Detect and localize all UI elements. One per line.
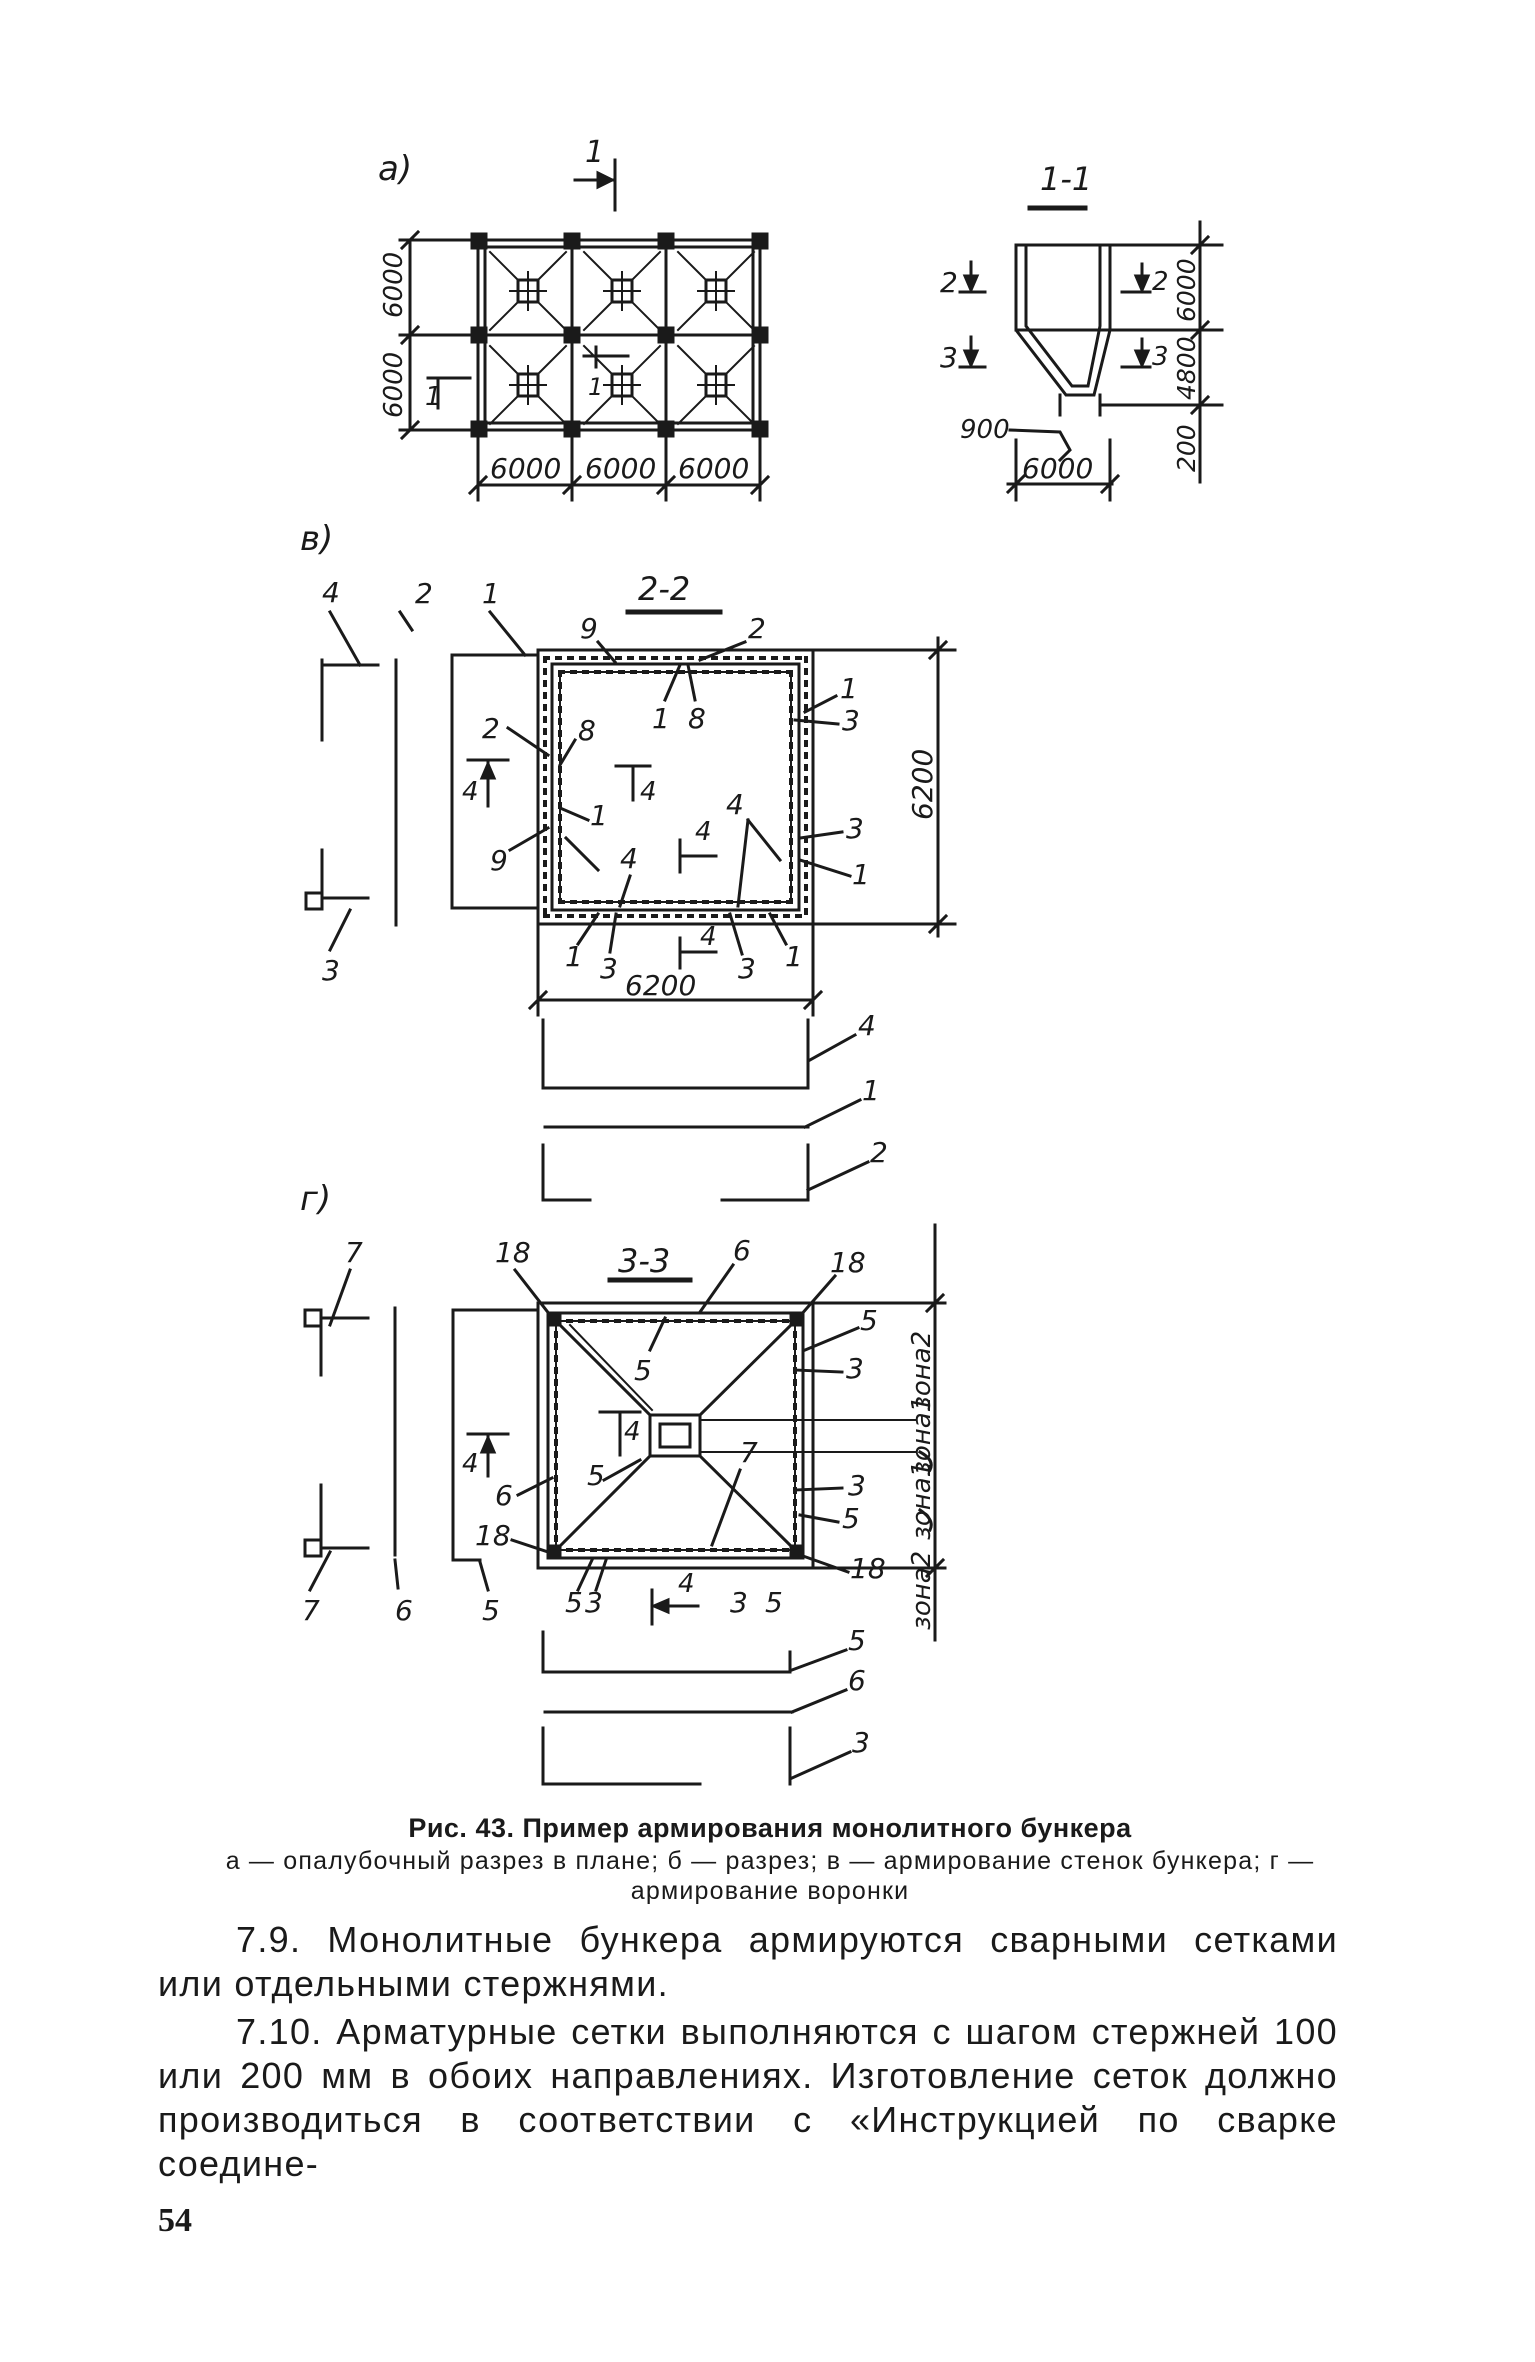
label-5-inner-mid: 5 xyxy=(587,1459,605,1492)
bar-3-label: 2 xyxy=(870,1136,888,1169)
label-4-left-bottom: 4 xyxy=(620,842,638,875)
section-4-bottom-g: 4 xyxy=(678,1569,695,1599)
label-1-top: 1 xyxy=(652,702,670,735)
bar-label-4-bottom: 3 xyxy=(322,954,340,987)
panel-a-plan: а) 1 xyxy=(378,135,771,502)
label-1-bottom-right: 1 xyxy=(785,940,803,973)
label-5-bottom: 5 xyxy=(565,1586,583,1619)
label-2-left-inner: 2 xyxy=(482,712,500,745)
label-1-left-mid: 1 xyxy=(590,799,608,832)
page-number: 54 xyxy=(158,2202,192,2239)
label-4-right-inner: 4 xyxy=(726,788,744,821)
section-label-3-left: 3 xyxy=(940,341,958,374)
section-mark-1-label: 1 xyxy=(585,135,604,170)
section-label-2-right: 2 xyxy=(1152,267,1169,297)
label-3-right-mid: 3 xyxy=(846,812,864,845)
panel-v-wall-reinforcement: в) 4 3 2 1 2-2 xyxy=(300,519,957,1202)
paragraph-7-10: 7.10. Арматурные сетки выполняются с шаг… xyxy=(158,2011,1338,2184)
section-label-3-right: 3 xyxy=(1152,342,1169,372)
section-3-3-title: 3-3 xyxy=(618,1242,670,1280)
label-2-top: 2 xyxy=(748,612,766,645)
section-4-inner-g: 4 xyxy=(624,1417,641,1447)
panel-a-letter: а) xyxy=(378,149,412,189)
label-5-right-top: 5 xyxy=(860,1304,878,1337)
label-5-bottom-right: 5 xyxy=(765,1586,783,1619)
zone-label-2-top: зона2 xyxy=(907,1331,937,1410)
bar-label-7-bottom: 7 xyxy=(302,1594,320,1627)
figure-caption-description: а — опалубочный разрез в плане; б — разр… xyxy=(225,1847,1315,1905)
panel-v-letter: в) xyxy=(300,519,333,559)
bar-label-1-left: 1 xyxy=(482,577,500,610)
section-dim-6000: 6000 xyxy=(1172,258,1201,322)
figure-caption-title: Рис. 43. Пример армирования монолитного … xyxy=(408,1813,1132,1843)
label-9-left: 9 xyxy=(490,844,508,877)
panel-a-section-1-1: 1-1 2 3 2 3 6000 4800 200 xyxy=(940,160,1224,502)
section-4-left: 4 xyxy=(462,777,479,807)
bar-label-4-top: 4 xyxy=(322,576,340,609)
label-1-right-mid: 1 xyxy=(852,858,870,891)
bar-5-label: 5 xyxy=(848,1624,866,1657)
section-2-2-title: 2-2 xyxy=(638,570,690,608)
section-label-2-left: 2 xyxy=(940,266,958,299)
label-3-bottom-left: 3 xyxy=(600,952,618,985)
zone-label-1-bottom: зона1 xyxy=(907,1461,937,1540)
bar-label-6-left: 6 xyxy=(395,1594,413,1627)
label-8-left-inner: 8 xyxy=(578,714,596,747)
section-4-left-g: 4 xyxy=(462,1449,479,1479)
label-4-center: 4 xyxy=(695,817,712,847)
section-1-1-title: 1-1 xyxy=(1040,160,1092,198)
paragraph-7-9: 7.9. Монолитные бункера армируются сварн… xyxy=(158,1919,1338,2004)
label-3-right-top: 3 xyxy=(846,1352,864,1385)
section-4-bottom: 4 xyxy=(700,922,717,952)
plan-dim-x-2: 6000 xyxy=(585,452,656,485)
panel-g-funnel-reinforcement: г) 7 7 6 5 3-3 xyxy=(300,1179,947,1786)
label-1-right-top: 1 xyxy=(840,672,858,705)
label-6-top: 6 xyxy=(733,1234,751,1267)
plan-dim-y-1: 6000 xyxy=(379,252,409,318)
label-5-right-mid: 5 xyxy=(842,1502,860,1535)
panel-g-letter: г) xyxy=(300,1179,331,1219)
label-18-top-left: 18 xyxy=(495,1236,531,1269)
section-4-center-top: 4 xyxy=(640,777,657,807)
plan-dim-x-3: 6000 xyxy=(678,452,749,485)
bar-2-label: 1 xyxy=(862,1074,880,1107)
bar-6-label: 6 xyxy=(848,1664,866,1697)
label-18-top-right: 18 xyxy=(830,1246,866,1279)
label-7-inner: 7 xyxy=(740,1436,758,1469)
section-dim-4800: 4800 xyxy=(1172,336,1201,400)
plan-section-1-mid: 1 xyxy=(588,373,603,401)
figure-43-drawing: а) 1 xyxy=(300,135,1224,1786)
label-8-top: 8 xyxy=(688,702,706,735)
bar-label-5-left: 5 xyxy=(482,1594,500,1627)
bar-1-label: 4 xyxy=(858,1009,876,1042)
dim-width-6200: 6200 xyxy=(625,969,696,1002)
label-3-bottom-right: 3 xyxy=(738,952,756,985)
plan-dim-x-1: 6000 xyxy=(490,452,561,485)
label-5-inner-top: 5 xyxy=(634,1354,652,1387)
label-18-right: 18 xyxy=(850,1552,886,1585)
dim-height-6200: 6200 xyxy=(906,749,939,820)
label-3-bottom-right: 3 xyxy=(730,1586,748,1619)
outlet-dim-900: 900 xyxy=(960,415,1010,445)
bar-label-2-left: 2 xyxy=(415,577,433,610)
section-dim-200: 200 xyxy=(1172,424,1201,472)
label-6-left-inner: 6 xyxy=(495,1479,513,1512)
label-18-left: 18 xyxy=(475,1519,511,1552)
bar-label-7-top: 7 xyxy=(345,1236,363,1269)
label-9-top: 9 xyxy=(580,612,598,645)
zone-label-2-bottom: зона2 xyxy=(907,1551,937,1630)
plan-dim-y-2: 6000 xyxy=(379,352,409,418)
section-width-6000: 6000 xyxy=(1022,452,1093,485)
bar-3-label-g: 3 xyxy=(852,1726,870,1759)
label-1-bottom-left: 1 xyxy=(565,940,583,973)
label-3-right-top: 3 xyxy=(842,704,860,737)
label-3-right-mid: 3 xyxy=(848,1469,866,1502)
label-3-bottom: 3 xyxy=(585,1586,603,1619)
